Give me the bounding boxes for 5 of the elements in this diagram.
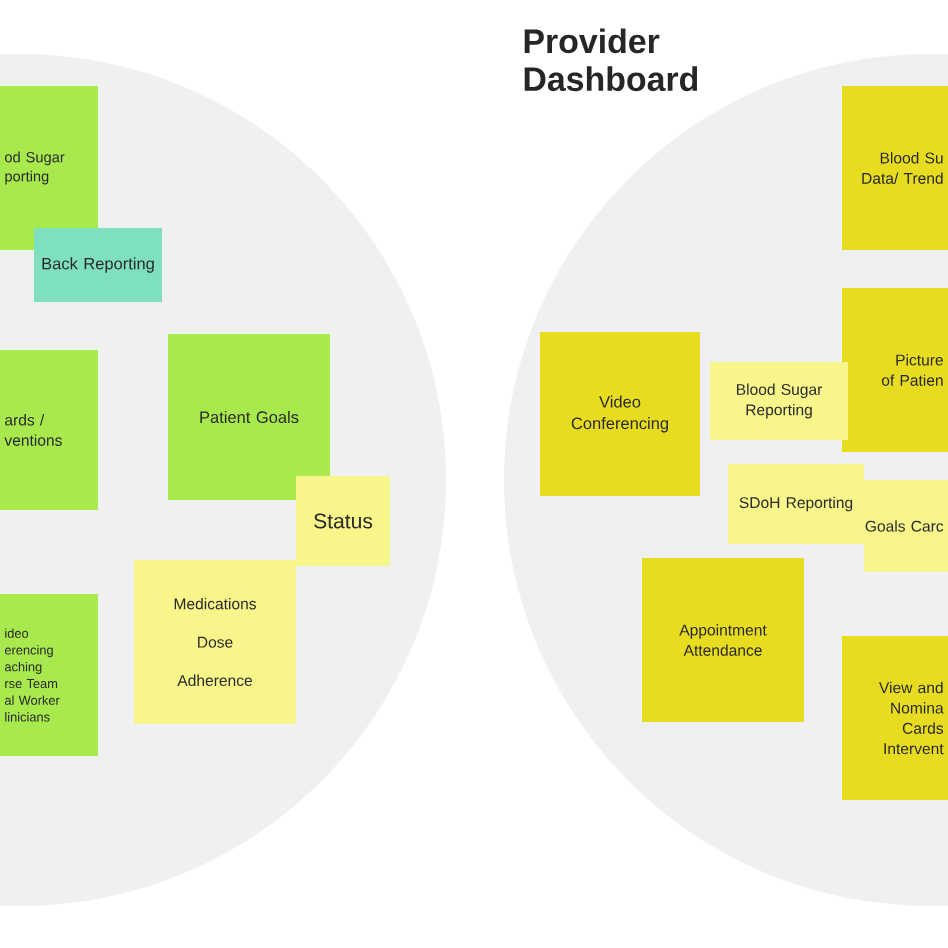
sticky-note: Status — [296, 476, 390, 566]
sticky-note: Back Reporting — [34, 228, 162, 302]
title: Provider Dashboard — [524, 28, 698, 92]
sticky-note: Video Conferencing — [540, 332, 700, 496]
sticky-note: Patient Goals — [168, 334, 330, 500]
